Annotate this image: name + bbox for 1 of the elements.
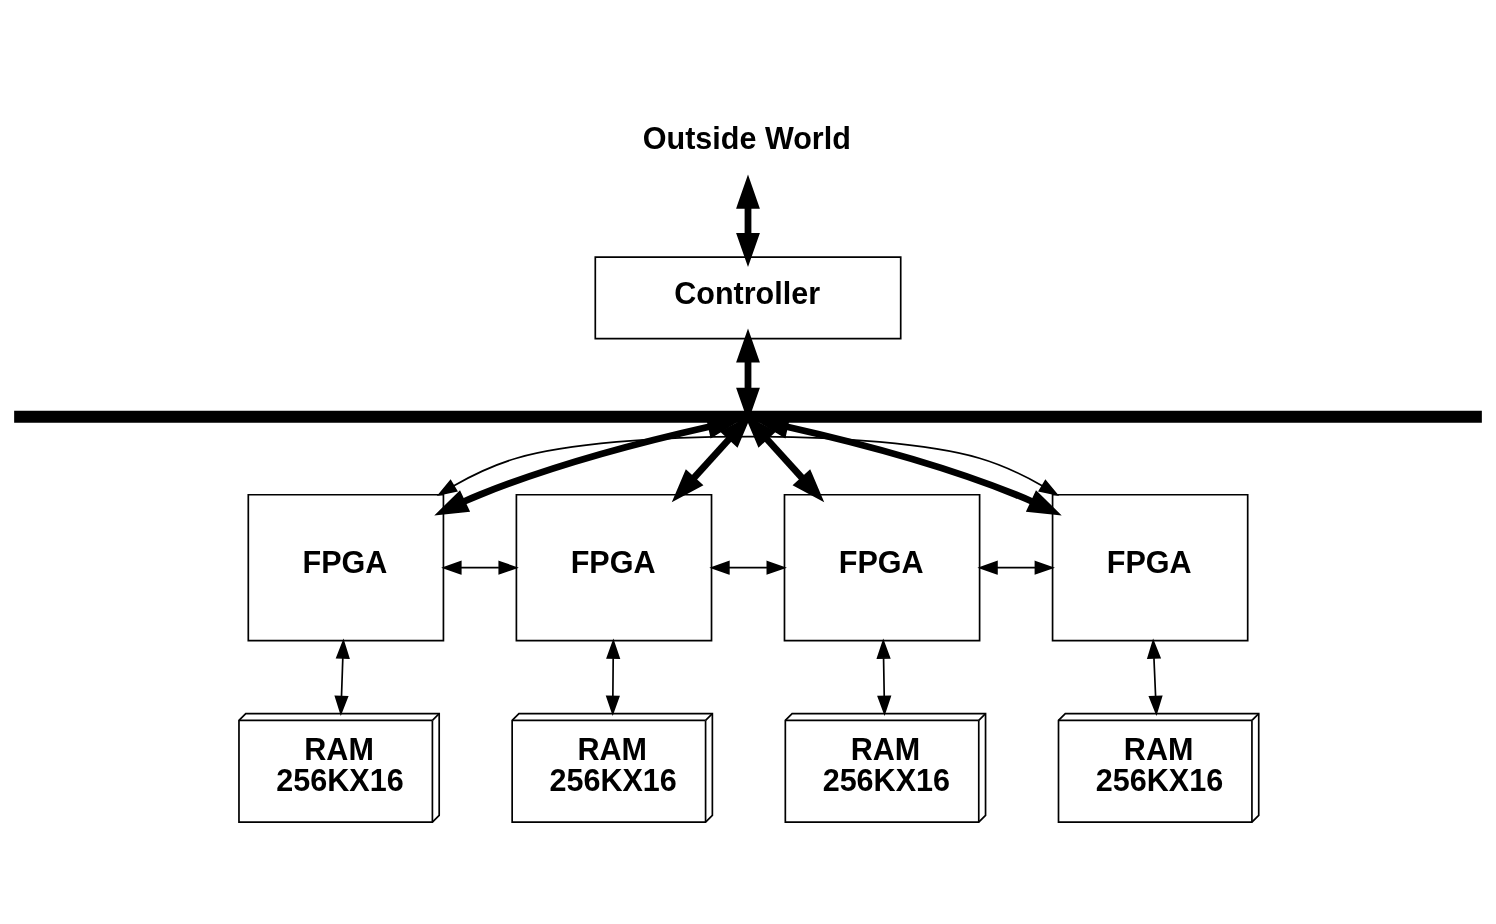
node-text: Outside World [642,120,851,155]
